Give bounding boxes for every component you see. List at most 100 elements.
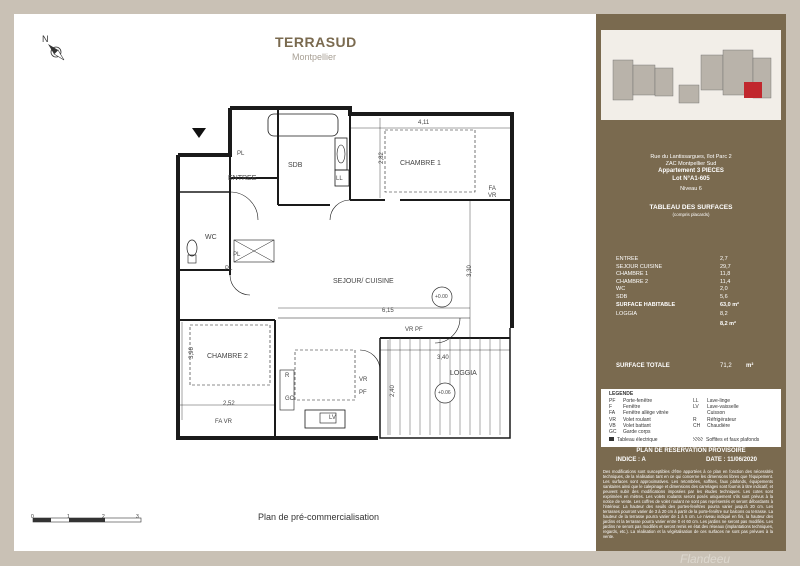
- address-line-1: Rue du Lantissargues, îlot Parc 2: [650, 154, 732, 160]
- level: Niveau 6: [680, 186, 702, 192]
- surfaces-subtitle: (compris placards): [672, 212, 710, 217]
- surface-totale-value: 71,2: [720, 363, 732, 369]
- reservation-date: DATE : 11/06/2020: [706, 457, 757, 463]
- room-chambre2-label: CHAMBRE 2: [207, 353, 248, 360]
- soffite-icon: [693, 437, 703, 441]
- info-panel: Rue du Lantissargues, îlot Parc 2 ZAC Mo…: [596, 14, 786, 551]
- loggia-total: 8,2 m²: [720, 320, 736, 327]
- surface-habitable-value: 63,0 m²: [720, 301, 739, 308]
- address-block: Rue du Lantissargues, îlot Parc 2 ZAC Mo…: [601, 124, 781, 219]
- elevation-loggia-label: +0.06: [438, 390, 451, 396]
- reservation-title: PLAN DE RESERVATION PROVISOIRE: [636, 448, 746, 454]
- legend-text: Chaudière: [707, 422, 731, 429]
- dim-3-30: 3,30: [466, 265, 473, 277]
- site-map-drawing: [612, 49, 772, 104]
- entrance-arrow-icon: [192, 128, 206, 138]
- scale-tick-1: 1: [67, 514, 70, 520]
- surface-row-value: 11,4: [720, 278, 731, 285]
- legend-soffites: Soffites et faux plafonds: [693, 437, 759, 443]
- loggia-label: LOGGIA: [616, 310, 638, 317]
- legend-item: VR Volet roulant: [609, 417, 651, 423]
- surface-row-name: CHAMBRE 2: [616, 278, 649, 285]
- placard-label-top: PL: [237, 151, 245, 157]
- lave-vaisselle-label: LV: [329, 415, 336, 421]
- legend-tableau-text: Tableau électrique: [617, 437, 658, 443]
- legend-text: Cuisson: [707, 410, 726, 417]
- legend-code: PF: [609, 398, 616, 404]
- legend-text: Lave-vaisselle: [707, 404, 739, 411]
- garde-corps-label: GC: [285, 396, 294, 402]
- surface-row-name: SEJOUR CUISINE: [616, 263, 663, 270]
- placard-label-wc: PL: [233, 252, 241, 258]
- room-sdb-label: SDB: [288, 162, 303, 169]
- compass-icon: N: [42, 34, 65, 61]
- room-wc-label: WC: [205, 234, 217, 241]
- legend-text: Fenêtre allège vitrée: [623, 410, 669, 417]
- fa-vr-chambre1-label: FA VR: [488, 186, 497, 199]
- surfaces-title: TABLEAU DES SURFACES: [649, 204, 733, 211]
- surface-row-value: 29,7: [720, 263, 731, 270]
- brand-name: TERRASUD: [275, 34, 357, 50]
- legend-text: Lave-linge: [707, 398, 731, 404]
- surface-row-value: 5,6: [720, 294, 728, 300]
- legend-code: CH: [693, 422, 701, 429]
- room-sejour-label: SEJOUR/ CUISINE: [333, 278, 394, 285]
- scale-tick-3: 3: [136, 514, 139, 520]
- vr-pf-label: VR PF: [405, 327, 423, 333]
- legend-text: Réfrigérateur: [707, 416, 737, 423]
- scale-bar: [32, 517, 142, 523]
- fa-vr-chambre2-label: FA VR: [215, 419, 233, 425]
- legend-soffites-text: Soffites et faux plafonds: [706, 437, 760, 443]
- legend-code: VR: [609, 416, 616, 423]
- legend-text: Porte-fenêtre: [623, 398, 653, 404]
- lot-number: Lot N°A1-605: [672, 176, 710, 182]
- legend-text: Fenêtre: [623, 404, 641, 411]
- legend-code: LV: [693, 404, 699, 411]
- lave-linge-label: LL: [336, 176, 343, 182]
- apartment-type: Appartement 3 PIECES: [658, 168, 724, 174]
- address-line-2: ZAC Montpellier Sud: [665, 161, 717, 167]
- legend-code: GC: [609, 429, 617, 435]
- legend-item: CH Chaudière: [693, 423, 730, 429]
- loggia-value: 8,2: [720, 310, 728, 317]
- surface-row-value: 2,7: [720, 256, 728, 262]
- surface-totale-unit: m²: [746, 363, 754, 369]
- legend-item: Cuisson: [693, 410, 725, 416]
- surface-row-name: WC: [616, 286, 626, 293]
- dim-2-40: 2,40: [389, 385, 396, 397]
- dim-4-11: 4,11: [418, 120, 430, 126]
- dim-2-82: 2,82: [378, 152, 385, 164]
- legend-code: VB: [609, 422, 616, 429]
- surface-row-name: ENTREE: [616, 256, 639, 262]
- surface-row-name: CHAMBRE 1: [616, 271, 649, 278]
- site-map: [601, 30, 781, 120]
- legend-item: PF Porte-fenêtre: [609, 398, 652, 404]
- legend-code: R: [693, 416, 697, 423]
- pf-label: PF: [359, 390, 367, 396]
- legend-item: GC Garde corps: [609, 429, 651, 435]
- room-entree-label: ENTREE: [228, 175, 257, 182]
- room-chambre1-label: CHAMBRE 1: [400, 160, 441, 167]
- surface-totale-label: SURFACE TOTALE: [616, 363, 670, 369]
- legend-text: Volet battant: [623, 422, 651, 429]
- floor-plan: [176, 106, 514, 440]
- electrical-panel-icon: [609, 437, 614, 441]
- surface-row-value: 2,0: [720, 286, 728, 293]
- watermark: Flandeeu: [680, 552, 731, 566]
- surface-row-value: 11,8: [720, 271, 731, 278]
- legend-tableau: Tableau électrique: [609, 437, 658, 443]
- legend-title: LEGENDE: [609, 391, 634, 397]
- vr-label: VR: [359, 377, 368, 383]
- elevation-sejour-label: +0.00: [435, 294, 448, 300]
- legend-text: Volet roulant: [623, 416, 651, 423]
- legend-text: Garde corps: [623, 429, 651, 435]
- legend-item: LV Lave-vaisselle: [693, 404, 739, 410]
- compass-north-label: N: [42, 34, 49, 44]
- dim-6-15: 6,15: [382, 308, 394, 314]
- legend-code: F: [609, 404, 613, 411]
- dim-2-52: 2,52: [223, 401, 235, 407]
- legend-item: VB Volet battant: [609, 423, 651, 429]
